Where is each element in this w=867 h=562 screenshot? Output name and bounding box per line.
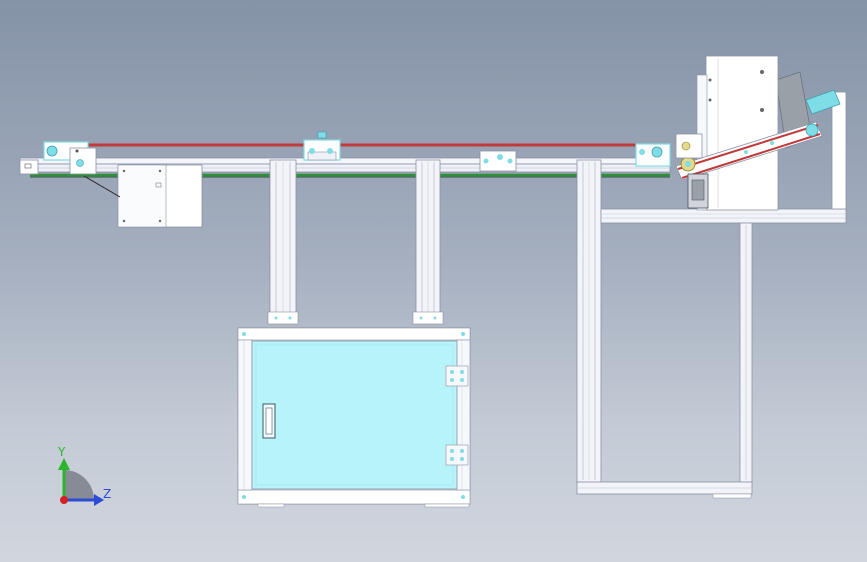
axis-triad: Y Z [57, 445, 111, 506]
conveyor-rail-upper [19, 157, 671, 165]
cabinet-door[interactable] [251, 340, 458, 490]
left-drive-housing[interactable] [43, 141, 97, 175]
right-stand-frame[interactable] [576, 91, 847, 499]
left-end-plate [19, 159, 39, 175]
belt-guide-bracket[interactable] [479, 150, 517, 172]
door-hinge-top [445, 365, 469, 387]
drive-motor[interactable] [687, 173, 709, 209]
door-handle[interactable] [262, 403, 276, 439]
main-conveyor[interactable] [19, 131, 671, 228]
right-end-pulley[interactable] [635, 143, 671, 167]
discharge-chute[interactable] [805, 89, 841, 115]
axis-y-label: Y [57, 445, 66, 459]
control-box[interactable] [117, 164, 203, 228]
door-hinge-bottom [445, 444, 469, 466]
belt-tensioner-bracket[interactable] [303, 131, 341, 161]
control-cable [83, 175, 121, 198]
pulley-assembly [675, 133, 703, 159]
axis-z-label: Z [103, 487, 111, 501]
inclined-conveyor[interactable] [675, 121, 823, 181]
support-leg-2[interactable] [412, 159, 444, 325]
support-leg-1[interactable] [267, 159, 299, 325]
